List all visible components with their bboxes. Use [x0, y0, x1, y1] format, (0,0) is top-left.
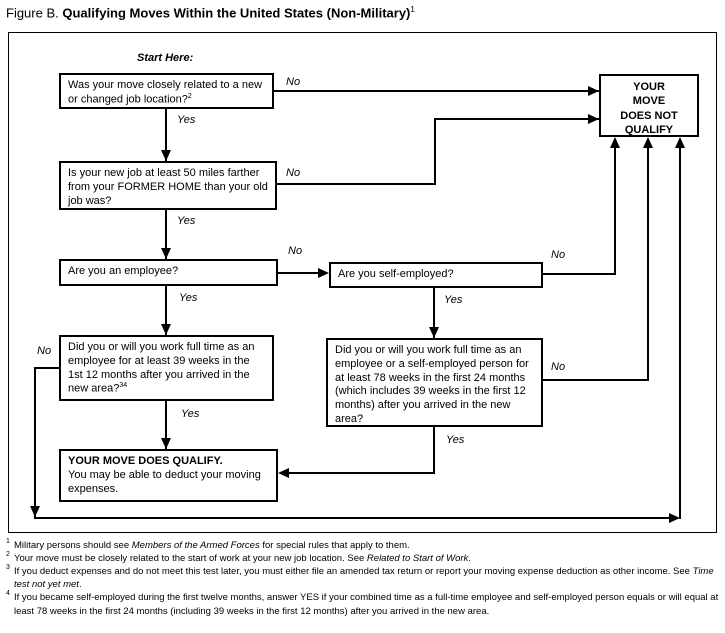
figure-label: Figure B. — [6, 5, 59, 21]
label-q2-yes: Yes — [177, 215, 196, 227]
footnote-1-pre: Military persons should see — [14, 540, 132, 551]
connector-q2-no-v — [434, 118, 436, 185]
arrow-into-q2-icon — [161, 150, 171, 161]
figure-title-text: Qualifying Moves Within the United State… — [62, 5, 411, 21]
does-not-qualify-line1: YOUR — [633, 81, 665, 93]
arrow-into-q5-icon — [161, 324, 171, 335]
connector-q6-yes-v — [433, 427, 435, 474]
question-job-location-text: Was your move closely related to a new o… — [68, 79, 263, 106]
label-q1-yes: Yes — [177, 114, 196, 126]
footnote-2-marker: 2 — [6, 551, 10, 559]
footnote-3-pre: If you deduct expenses and do not meet t… — [14, 566, 693, 578]
label-q6-yes: Yes — [446, 434, 465, 446]
connector-q4-no-h — [543, 273, 616, 275]
connector-q6-no-h — [543, 379, 649, 381]
question-78-weeks-text: Did you or will you work full time as an… — [335, 344, 529, 425]
question-39-weeks-footnote-ref: 34 — [119, 382, 128, 390]
question-employee-text: Are you an employee? — [68, 265, 179, 277]
box-question-39-weeks: Did you or will you work full time as an… — [59, 335, 274, 401]
question-39-weeks-text: Did you or will you work full time as an… — [68, 341, 255, 395]
arrow-into-qualify-icon — [161, 438, 171, 449]
connector-q2-no-h2 — [434, 118, 599, 120]
label-q4-no: No — [551, 249, 566, 261]
footnote-1-italic: Members of the Armed Forces — [131, 540, 260, 551]
flowchart-frame: Start Here: Was your move closely relate… — [8, 32, 717, 533]
does-not-qualify-line3: DOES NOT — [620, 109, 678, 122]
footnote-2-pre: Your move must be closely related to the… — [14, 553, 367, 565]
arrow-into-not-qualify-bottom3-icon — [675, 137, 685, 148]
footnote-1-post: for special rules that apply to them. — [259, 540, 410, 551]
connector-q5-no-h1 — [34, 367, 59, 369]
footnotes: 1 Military persons should see Members of … — [6, 538, 722, 618]
connector-q6-yes-h — [288, 472, 435, 474]
does-not-qualify-line4: QUALIFY — [624, 123, 674, 136]
arrow-into-not-qualify-bottom1-icon — [610, 137, 620, 148]
footnote-2: 2 Your move must be closely related to th… — [6, 551, 722, 565]
arrow-into-q3-icon — [161, 248, 171, 259]
connector-q5-yes-line — [165, 401, 167, 449]
label-q2-no: No — [286, 167, 301, 179]
connector-q1-yes-line — [165, 109, 167, 161]
connector-q5-no-v1 — [34, 367, 36, 517]
footnote-2-post: . — [468, 553, 471, 565]
connector-q1-no-line — [274, 90, 599, 92]
box-question-employee: Are you an employee? — [59, 259, 278, 286]
question-job-location-footnote-ref: 2 — [187, 92, 192, 100]
label-q3-yes: Yes — [179, 292, 198, 304]
footnote-3-post: . — [78, 579, 82, 591]
connector-q2-no-h1 — [277, 183, 436, 185]
arrow-into-self-employed-icon — [318, 268, 329, 278]
connector-q3-yes-line — [165, 286, 167, 335]
does-qualify-body: You may be able to deduct your moving ex… — [68, 468, 261, 495]
arrow-into-not-qualify-top-icon — [588, 86, 599, 96]
connector-q6-no-v — [647, 139, 649, 381]
footnote-3-italic: Time test not yet met — [14, 566, 714, 591]
arrow-bottom-right-corner-icon — [669, 513, 680, 523]
arrow-into-q6-icon — [429, 327, 439, 338]
connector-q2-yes-line — [165, 210, 167, 259]
connector-q5-no-h2 — [34, 517, 670, 519]
footnote-1-marker: 1 — [6, 538, 10, 545]
box-question-50-miles: Is your new job at least 50 miles farthe… — [59, 161, 277, 210]
footnote-4-pre: If you became self-employed during the f… — [14, 592, 719, 617]
label-q6-no: No — [551, 361, 566, 373]
does-not-qualify-line2: MOVE — [632, 95, 666, 108]
question-self-employed-text: Are you self-employed? — [338, 268, 454, 280]
connector-q4-yes-line — [433, 288, 435, 338]
footnote-4-marker: 4 — [6, 590, 10, 598]
box-question-self-employed: Are you self-employed? — [329, 262, 543, 288]
footnote-3-marker: 3 — [6, 564, 10, 572]
footnote-1: 1 Military persons should see Members of … — [6, 538, 722, 552]
arrow-into-qualify-right-icon — [278, 468, 289, 478]
label-q1-no: No — [286, 76, 301, 88]
connector-q5-no-v2 — [679, 139, 681, 519]
box-question-job-location: Was your move closely related to a new o… — [59, 73, 274, 109]
box-question-78-weeks: Did you or will you work full time as an… — [326, 338, 543, 427]
box-does-qualify: YOUR MOVE DOES QUALIFY. You may be able … — [59, 449, 278, 502]
arrow-into-not-qualify-bottom2-icon — [643, 137, 653, 148]
footnote-4: 4 If you became self-employed during the … — [6, 590, 722, 617]
label-q5-yes: Yes — [181, 408, 200, 420]
arrow-into-not-qualify-second-icon — [588, 114, 599, 124]
connector-q4-no-v — [614, 139, 616, 275]
figure-title: Figure B. Qualifying Moves Within the Un… — [6, 5, 415, 20]
arrow-bottom-left-corner-icon — [30, 506, 40, 517]
title-footnote-ref: 1 — [410, 5, 415, 14]
label-q4-yes: Yes — [444, 294, 463, 306]
question-50-miles-text: Is your new job at least 50 miles farthe… — [68, 167, 268, 207]
start-here-label: Start Here: — [137, 52, 194, 64]
box-does-not-qualify: YOUR MOVE DOES NOT QUALIFY — [599, 74, 699, 137]
does-qualify-heading: YOUR MOVE DOES QUALIFY. — [68, 455, 223, 467]
footnote-3: 3 If you deduct expenses and do not meet … — [6, 564, 722, 591]
footnote-2-italic: Related to Start of Work — [366, 553, 469, 565]
connector-q3-no-line — [278, 272, 320, 274]
label-q3-no: No — [288, 245, 303, 257]
label-q5-no: No — [37, 345, 52, 357]
